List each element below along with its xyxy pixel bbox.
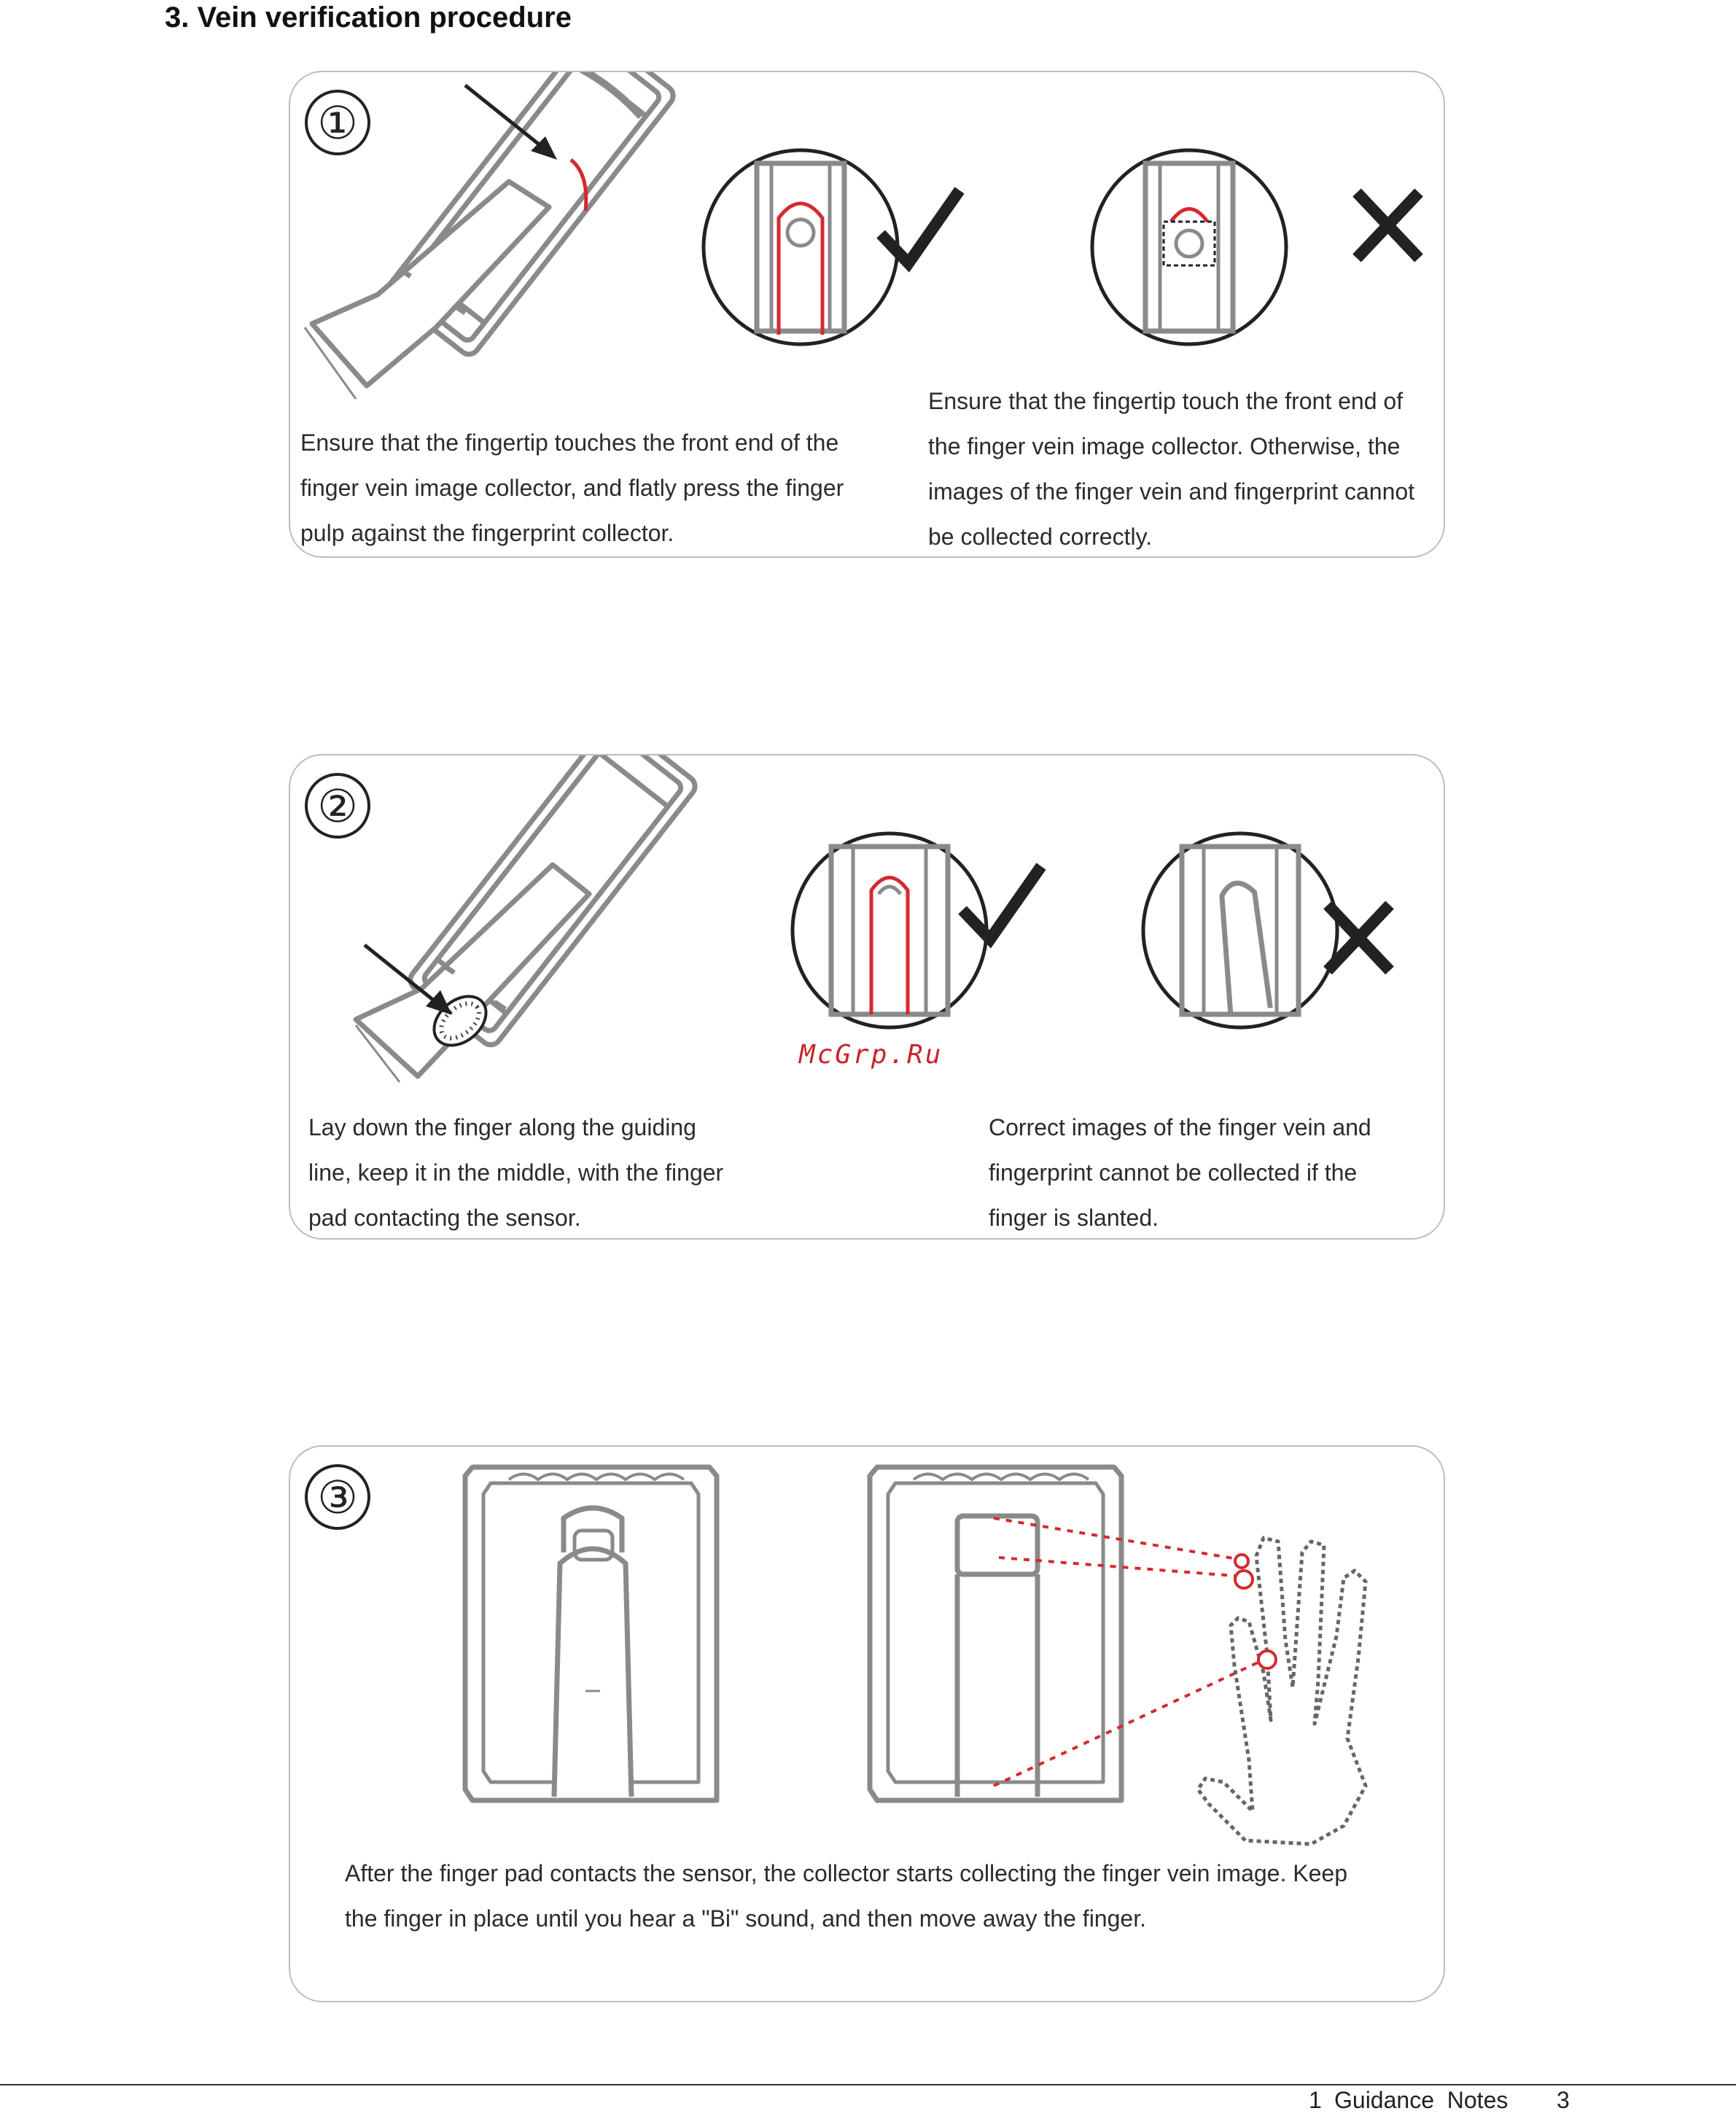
device-illustration: [303, 72, 676, 400]
step-1-right-text: Ensure that the fingertip touch the fron…: [928, 388, 1415, 550]
device-illustration: [462, 1464, 720, 1803]
step-2-left-text: Lay down the finger along the guiding li…: [308, 1114, 724, 1231]
check-icon: [876, 187, 965, 273]
step-2-panel: ②: [289, 754, 1445, 1240]
page-number: 3: [1557, 2087, 1570, 2113]
step-number-1: ①: [305, 90, 370, 155]
step-number-2: ②: [305, 773, 370, 839]
step-2-illustrations: [353, 755, 1394, 1083]
cross-icon: [1323, 901, 1394, 975]
check-icon: [958, 863, 1046, 949]
watermark: McGrp.Ru: [799, 1040, 943, 1070]
step-3-panel: ③: [289, 1445, 1445, 2002]
arrow-icon: [464, 84, 557, 160]
fingertip-contact-mark: [569, 158, 588, 211]
device-illustration: [353, 755, 698, 1083]
incorrect-example-circle: [1141, 831, 1339, 1030]
step-1-left-text: Ensure that the fingertip touches the fr…: [300, 429, 844, 546]
step-number-3: ③: [305, 1464, 370, 1530]
hand-illustration: [1196, 1536, 1368, 1846]
footer-section-number: 1: [1309, 2087, 1322, 2113]
page-title: 3. Vein verification procedure: [165, 1, 572, 34]
correct-example-circle: [701, 148, 900, 346]
step-3-illustrations: [462, 1464, 1368, 1846]
correct-example-circle: [790, 831, 989, 1030]
footer-section-title: Guidance Notes: [1334, 2087, 1509, 2113]
cross-icon: [1352, 188, 1423, 263]
arrow-icon: [363, 944, 452, 1015]
footer-divider: [0, 2084, 1736, 2085]
incorrect-example-circle: [1090, 148, 1288, 346]
scan-target-markers: [1234, 1553, 1277, 1670]
step-1-panel: ①: [289, 71, 1445, 558]
step-3-text: After the finger pad contacts the sensor…: [345, 1860, 1347, 1932]
scanner-device-illustration: [867, 1464, 1124, 1803]
scan-lines: [993, 1517, 1268, 1787]
step-1-illustrations: [303, 72, 1423, 400]
step-2-right-text: Correct images of the finger vein and fi…: [989, 1114, 1371, 1231]
